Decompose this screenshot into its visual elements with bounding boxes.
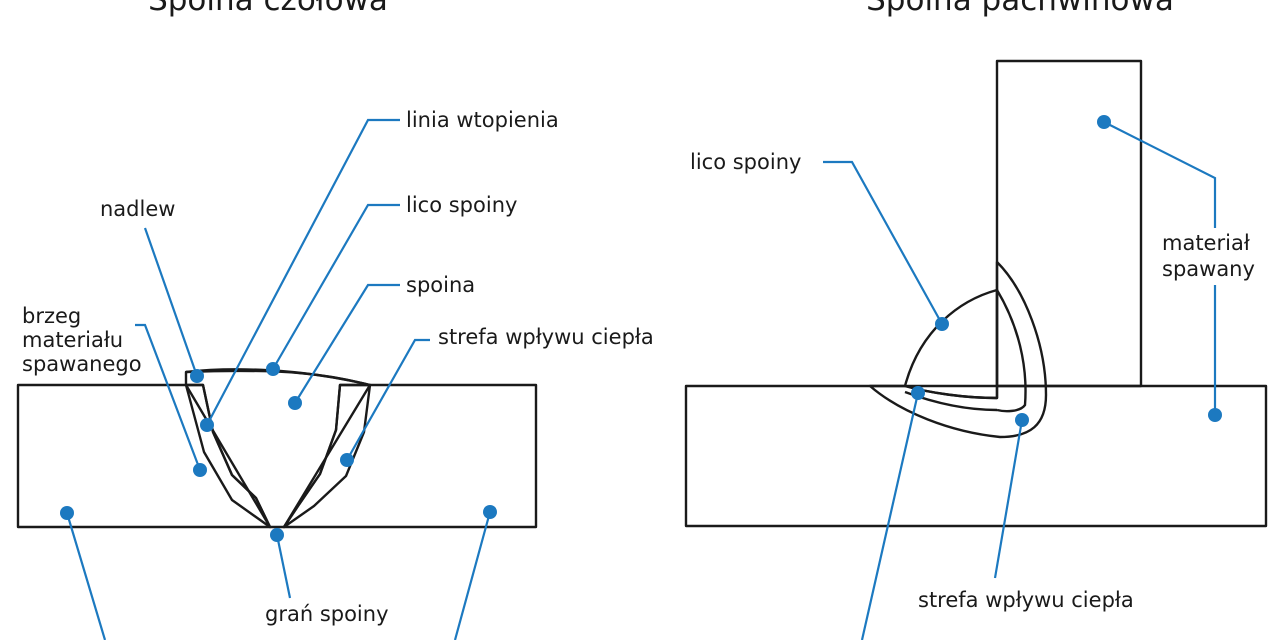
fillet-weld-title: Spoina pachwinowa xyxy=(866,0,1174,18)
left-plate-b xyxy=(282,383,538,529)
fillet-weld-diagram: Spoina pachwinowa lico spoiny materiał s… xyxy=(684,0,1268,640)
right-base-plate xyxy=(684,384,1268,528)
right-haz xyxy=(868,260,1048,439)
right-weld-metal xyxy=(903,288,999,400)
label-lico-spoiny-left: lico spoiny xyxy=(406,193,517,217)
label-nadlew: nadlew xyxy=(100,197,175,221)
butt-weld-diagram: Spoina czołowa linia wtopienia nadlew xyxy=(16,0,654,640)
label-material-2: spawany xyxy=(1162,257,1255,281)
right-vertical-plate xyxy=(995,59,1143,388)
label-brzeg-2: materiału xyxy=(22,328,123,352)
label-gran-spoiny: grań spoiny xyxy=(265,602,389,626)
label-brzeg-3: spawanego xyxy=(22,352,142,376)
label-strefa-left: strefa wpływu ciepła xyxy=(438,325,654,349)
label-strefa-right: strefa wpływu ciepła xyxy=(918,588,1134,612)
right-fusion-line xyxy=(995,289,1027,413)
left-plate-a xyxy=(16,383,272,529)
label-material-1: materiał xyxy=(1162,231,1250,255)
label-spoina: spoina xyxy=(406,273,475,297)
label-linia-wtopienia: linia wtopienia xyxy=(406,108,559,132)
label-brzeg-1: brzeg xyxy=(22,304,81,328)
butt-weld-title: Spoina czołowa xyxy=(148,0,388,18)
label-lico-spoiny-right: lico spoiny xyxy=(690,150,801,174)
left-weld-metal xyxy=(184,369,372,529)
